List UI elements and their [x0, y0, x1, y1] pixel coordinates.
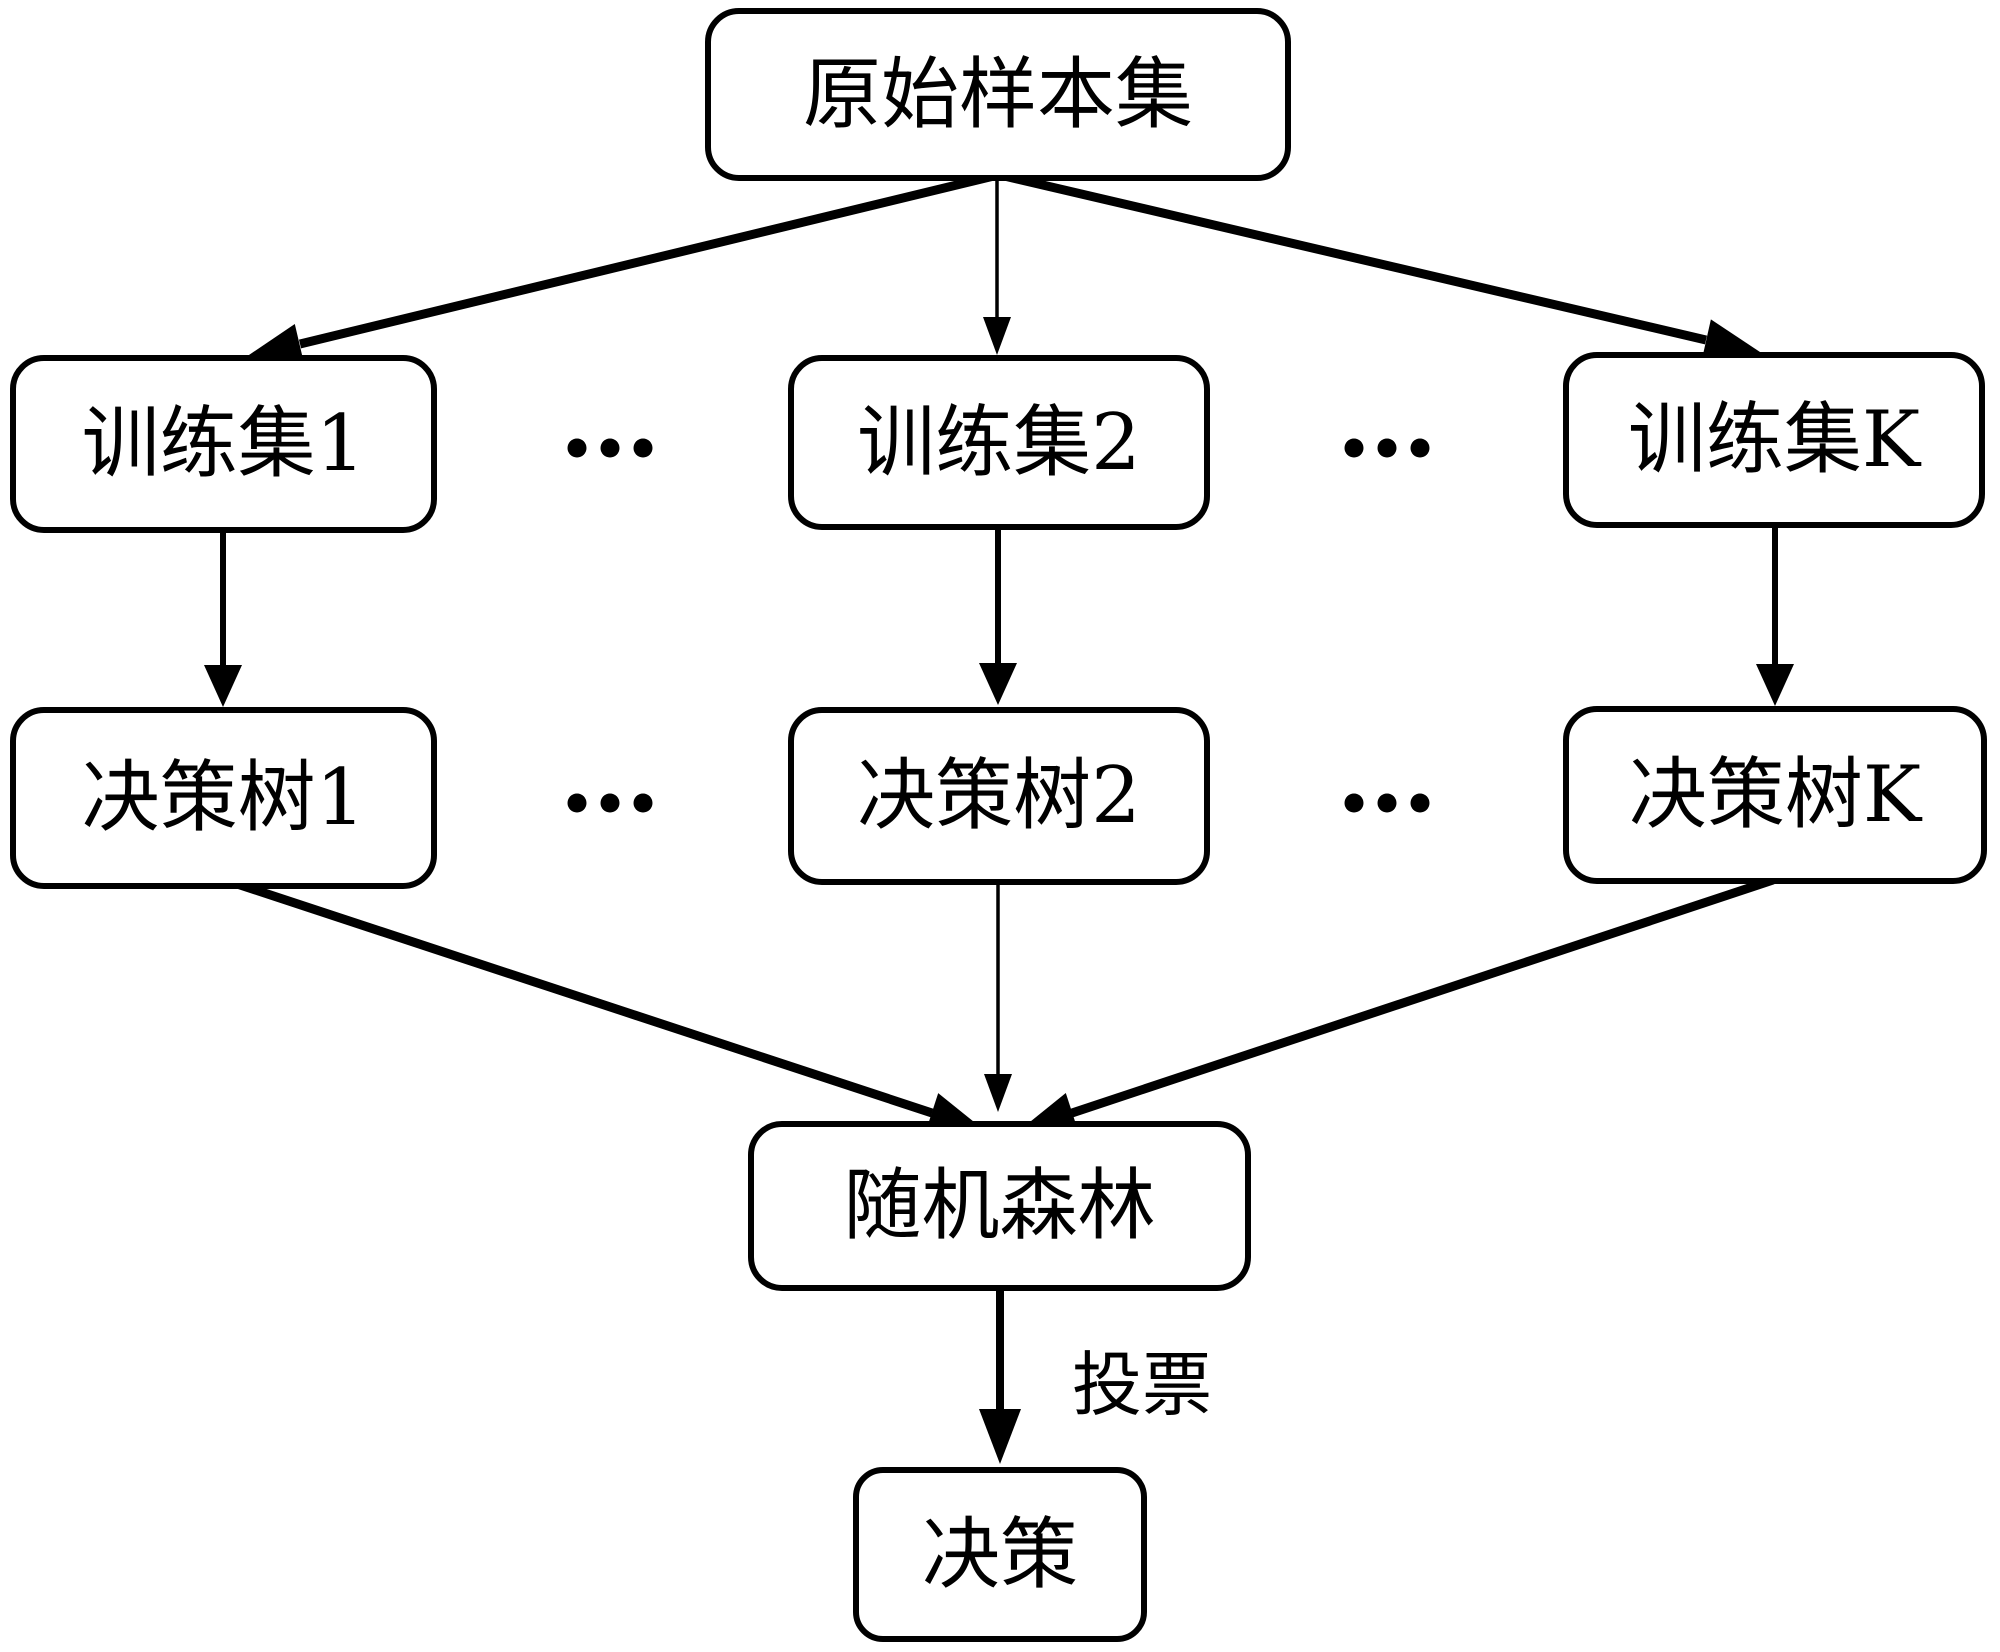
node-random-forest: 随机森林	[748, 1121, 1251, 1291]
node-trainK-label: 训练集K	[1627, 395, 1921, 485]
arrow-trainK-to-treeK	[1756, 528, 1794, 706]
ellipsis-dots-tree-left	[567, 793, 653, 813]
node-tree1-label: 决策树1	[81, 753, 366, 843]
node-training-set-1: 训练集1	[10, 355, 437, 533]
arrow-origin-to-trainK	[998, 170, 1760, 361]
node-train2-label: 训练集2	[857, 397, 1141, 488]
node-decision-tree-k: 决策树K	[1563, 706, 1987, 884]
node-train1-label: 训练集1	[81, 399, 366, 489]
vote-edge-label: 投票	[1072, 1344, 1212, 1426]
arrow-origin-to-train2	[983, 175, 1011, 355]
node-tree2-label: 决策树2	[857, 751, 1141, 841]
arrow-train1-to-tree1	[204, 528, 242, 707]
arrow-forest-to-decision	[979, 1291, 1021, 1464]
arrow-origin-to-train1	[246, 170, 1000, 365]
node-decision-tree-2: 决策树2	[788, 707, 1210, 885]
arrow-tree2-to-forest	[984, 880, 1012, 1112]
node-training-set-2: 训练集2	[788, 355, 1210, 530]
arrow-treeK-to-forest	[1020, 875, 1775, 1133]
node-forest-label: 随机森林	[843, 1161, 1156, 1251]
node-decision-tree-1: 决策树1	[10, 707, 437, 889]
ellipsis-dots-train-right	[1344, 438, 1430, 458]
node-origin-label: 原始样本集	[802, 49, 1193, 140]
ellipsis-dots-tree-right	[1344, 793, 1430, 813]
node-treeK-label: 决策树K	[1628, 750, 1922, 840]
node-training-set-k: 训练集K	[1563, 352, 1985, 528]
node-decision-label: 决策	[921, 1509, 1078, 1600]
node-decision: 决策	[853, 1467, 1147, 1642]
ellipsis-dots-train-left	[567, 438, 653, 458]
node-origin-sample-set: 原始样本集	[705, 8, 1291, 181]
arrow-train2-to-tree2	[979, 526, 1017, 705]
arrow-tree1-to-forest	[223, 875, 984, 1134]
